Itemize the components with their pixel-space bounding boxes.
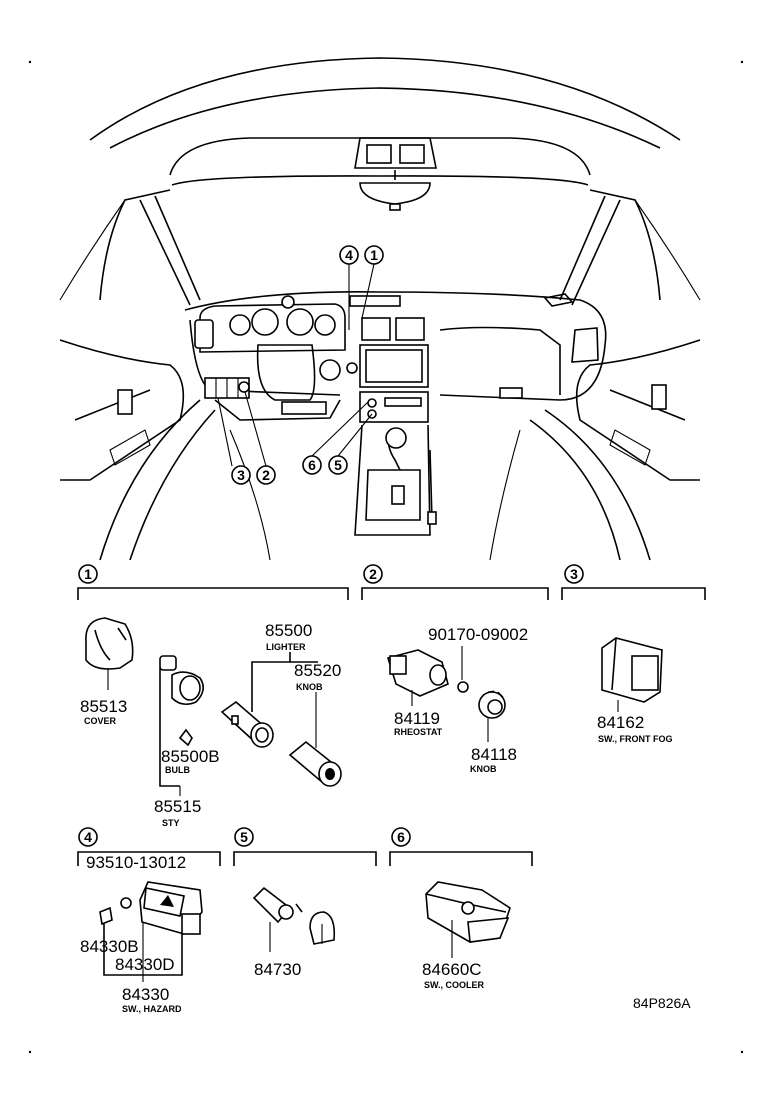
rheostat-84119-drawing — [386, 649, 449, 706]
part-number-84330: 84330 — [122, 985, 169, 1004]
part-number-84330d: 84330D — [115, 955, 175, 974]
part-desc-rheostat: RHEOSTAT — [394, 727, 443, 737]
knob-84118-drawing — [478, 690, 506, 742]
lighter-85500-drawing — [220, 700, 274, 748]
part-number-84660c: 84660C — [422, 960, 482, 979]
callout-3: 3 — [237, 467, 245, 483]
part-number-85513: 85513 — [80, 697, 127, 716]
section-6-number: 6 — [397, 829, 405, 845]
section-3-number: 3 — [570, 566, 578, 582]
part-number-84118: 84118 — [471, 745, 517, 764]
callout-4: 4 — [345, 247, 353, 263]
part-number-85500: 85500 — [265, 621, 312, 640]
cooler-switch-84660c-drawing — [425, 881, 511, 958]
section-6-parts: 84660C SW., COOLER — [422, 881, 511, 990]
callout-5: 5 — [334, 457, 342, 473]
overview-callouts: 4 1 3 2 6 5 — [231, 245, 384, 485]
front-fog-switch-84162-drawing — [601, 637, 663, 712]
part-desc-front-fog-switch: SW., FRONT FOG — [598, 734, 673, 744]
section-1-parts: 85513 COVER 85500B BULB 85515 STY 85500 … — [80, 617, 342, 828]
section-3-parts: 84162 SW., FRONT FOG — [597, 637, 673, 744]
section-4-number: 4 — [84, 829, 92, 845]
callout-2: 2 — [262, 467, 270, 483]
part-84730-drawing — [252, 886, 336, 952]
part-number-84330b: 84330B — [80, 937, 139, 956]
section-2-parts: 90170-09002 84119 RHEOSTAT 84118 KNOB — [386, 625, 528, 774]
socket-85515-drawing — [159, 655, 204, 796]
figure-code: 84P826A — [633, 995, 691, 1011]
registration-marks — [28, 60, 744, 1054]
part-number-84730: 84730 — [254, 960, 301, 979]
part-number-85515: 85515 — [154, 797, 201, 816]
section-headers: 1 2 3 4 5 6 — [77, 564, 706, 866]
part-number-93510-13012: 93510-13012 — [86, 853, 186, 872]
part-number-90170-09002: 90170-09002 — [428, 625, 528, 644]
part-number-84119: 84119 — [394, 709, 440, 728]
section-4-parts: 93510-13012 84330B 84330D 84330 SW., HAZ… — [80, 853, 203, 1014]
section-5-number: 5 — [240, 829, 248, 845]
section-2-number: 2 — [369, 566, 377, 582]
cover-85513-drawing — [85, 617, 134, 690]
part-number-85520: 85520 — [294, 661, 341, 680]
callout-6: 6 — [308, 457, 316, 473]
part-number-84162: 84162 — [597, 713, 644, 732]
section-1-number: 1 — [84, 566, 92, 582]
part-desc-lighter: LIGHTER — [266, 642, 306, 652]
section-5-parts: 84730 — [252, 886, 336, 979]
part-desc-cooler-switch: SW., COOLER — [424, 980, 485, 990]
part-number-85500b: 85500B — [161, 747, 220, 766]
part-desc-cover: COVER — [84, 716, 117, 726]
car-interior-overview — [59, 57, 701, 561]
hazard-switch-84330-drawing — [139, 881, 203, 935]
knob-85520-drawing — [288, 740, 342, 787]
part-desc-bulb: BULB — [165, 765, 190, 775]
part-desc-knob-2: KNOB — [470, 764, 497, 774]
part-desc-sty: STY — [162, 818, 180, 828]
callout-1: 1 — [370, 247, 378, 263]
part-desc-knob: KNOB — [296, 682, 323, 692]
part-desc-hazard-switch: SW., HAZARD — [122, 1004, 182, 1014]
